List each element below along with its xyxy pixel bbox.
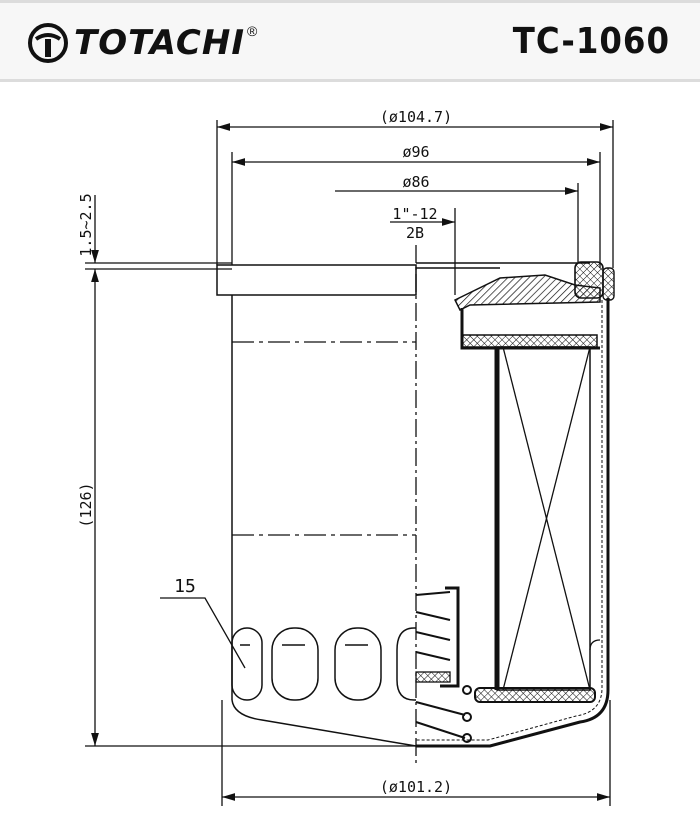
dim-outer-diameter-body bbox=[221, 700, 611, 806]
totachi-emblem-icon bbox=[28, 23, 68, 63]
part-callout-label: 15 bbox=[174, 576, 196, 597]
dim-outer-diameter-top bbox=[216, 120, 614, 268]
outer-diameter-body-label: (ø101.2) bbox=[380, 778, 452, 796]
registered-mark: ® bbox=[246, 23, 258, 39]
thread-spec-top: 1"-12 bbox=[392, 205, 437, 223]
height-label: (126) bbox=[77, 482, 95, 527]
dim-height bbox=[85, 269, 416, 747]
gasket-outer-label: ø96 bbox=[402, 143, 429, 161]
gasket-height-label: 1.5~2.5 bbox=[77, 193, 95, 256]
filter-body-exterior bbox=[216, 262, 590, 747]
outer-diameter-top-label: (ø104.7) bbox=[380, 108, 452, 126]
dim-gasket-height bbox=[85, 195, 232, 270]
model-number: TC-1060 bbox=[512, 21, 670, 62]
part-callout-leader bbox=[160, 597, 246, 669]
gasket-inner-label: ø86 bbox=[402, 173, 429, 191]
dim-thread bbox=[390, 208, 456, 295]
dim-gasket-outer bbox=[231, 152, 601, 268]
dim-gasket-inner bbox=[335, 183, 579, 262]
brand-name: TOTACHI bbox=[74, 23, 245, 63]
filter-cross-section bbox=[415, 261, 615, 748]
grip-ovals bbox=[231, 627, 416, 701]
brand-logo: TOTACHI ® bbox=[28, 21, 257, 65]
thread-spec-bottom: 2B bbox=[406, 224, 424, 242]
header-bar: TOTACHI ® TC-1060 bbox=[0, 0, 700, 82]
